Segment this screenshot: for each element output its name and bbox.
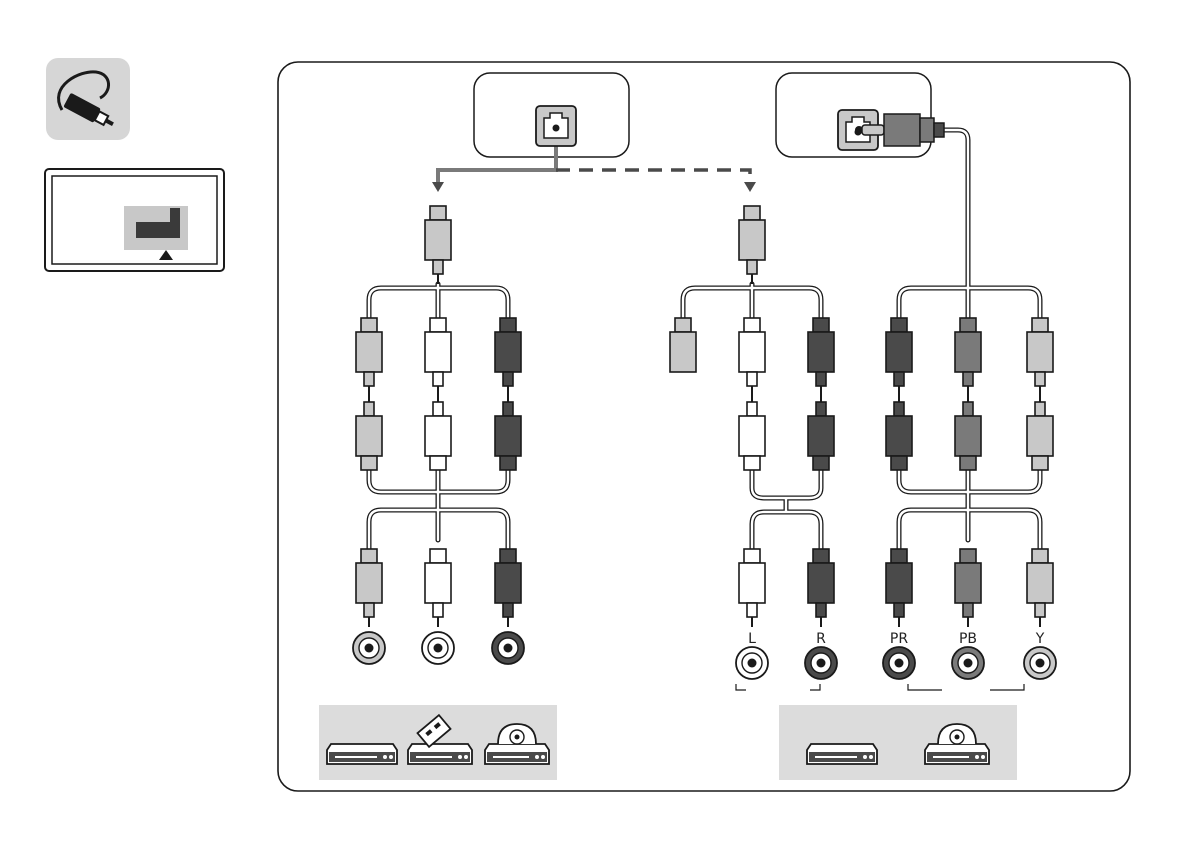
dvd-player-icon [807, 744, 877, 764]
label-audio-right: R [816, 631, 826, 647]
av-device-jack-1 [422, 632, 454, 664]
av-device-jack-0 [353, 632, 385, 664]
label-component-pb: PB [959, 631, 977, 647]
tv-jack-locator-icon [45, 169, 224, 271]
label-component-y: Y [1035, 631, 1045, 647]
dvd-player-icon [327, 744, 397, 764]
tv-av-jack-socket [536, 106, 576, 146]
component-y-jack [1024, 647, 1056, 679]
av-device-jack-2 [492, 632, 524, 664]
component-pb-jack [952, 647, 984, 679]
cable-icon [46, 58, 130, 140]
label-component-pr: PR [890, 631, 908, 647]
label-audio-left: L [748, 631, 756, 647]
component-devices-panel [779, 705, 1017, 780]
audio-right-jack [805, 647, 837, 679]
audio-left-jack [736, 647, 768, 679]
component-pr-jack [883, 647, 915, 679]
